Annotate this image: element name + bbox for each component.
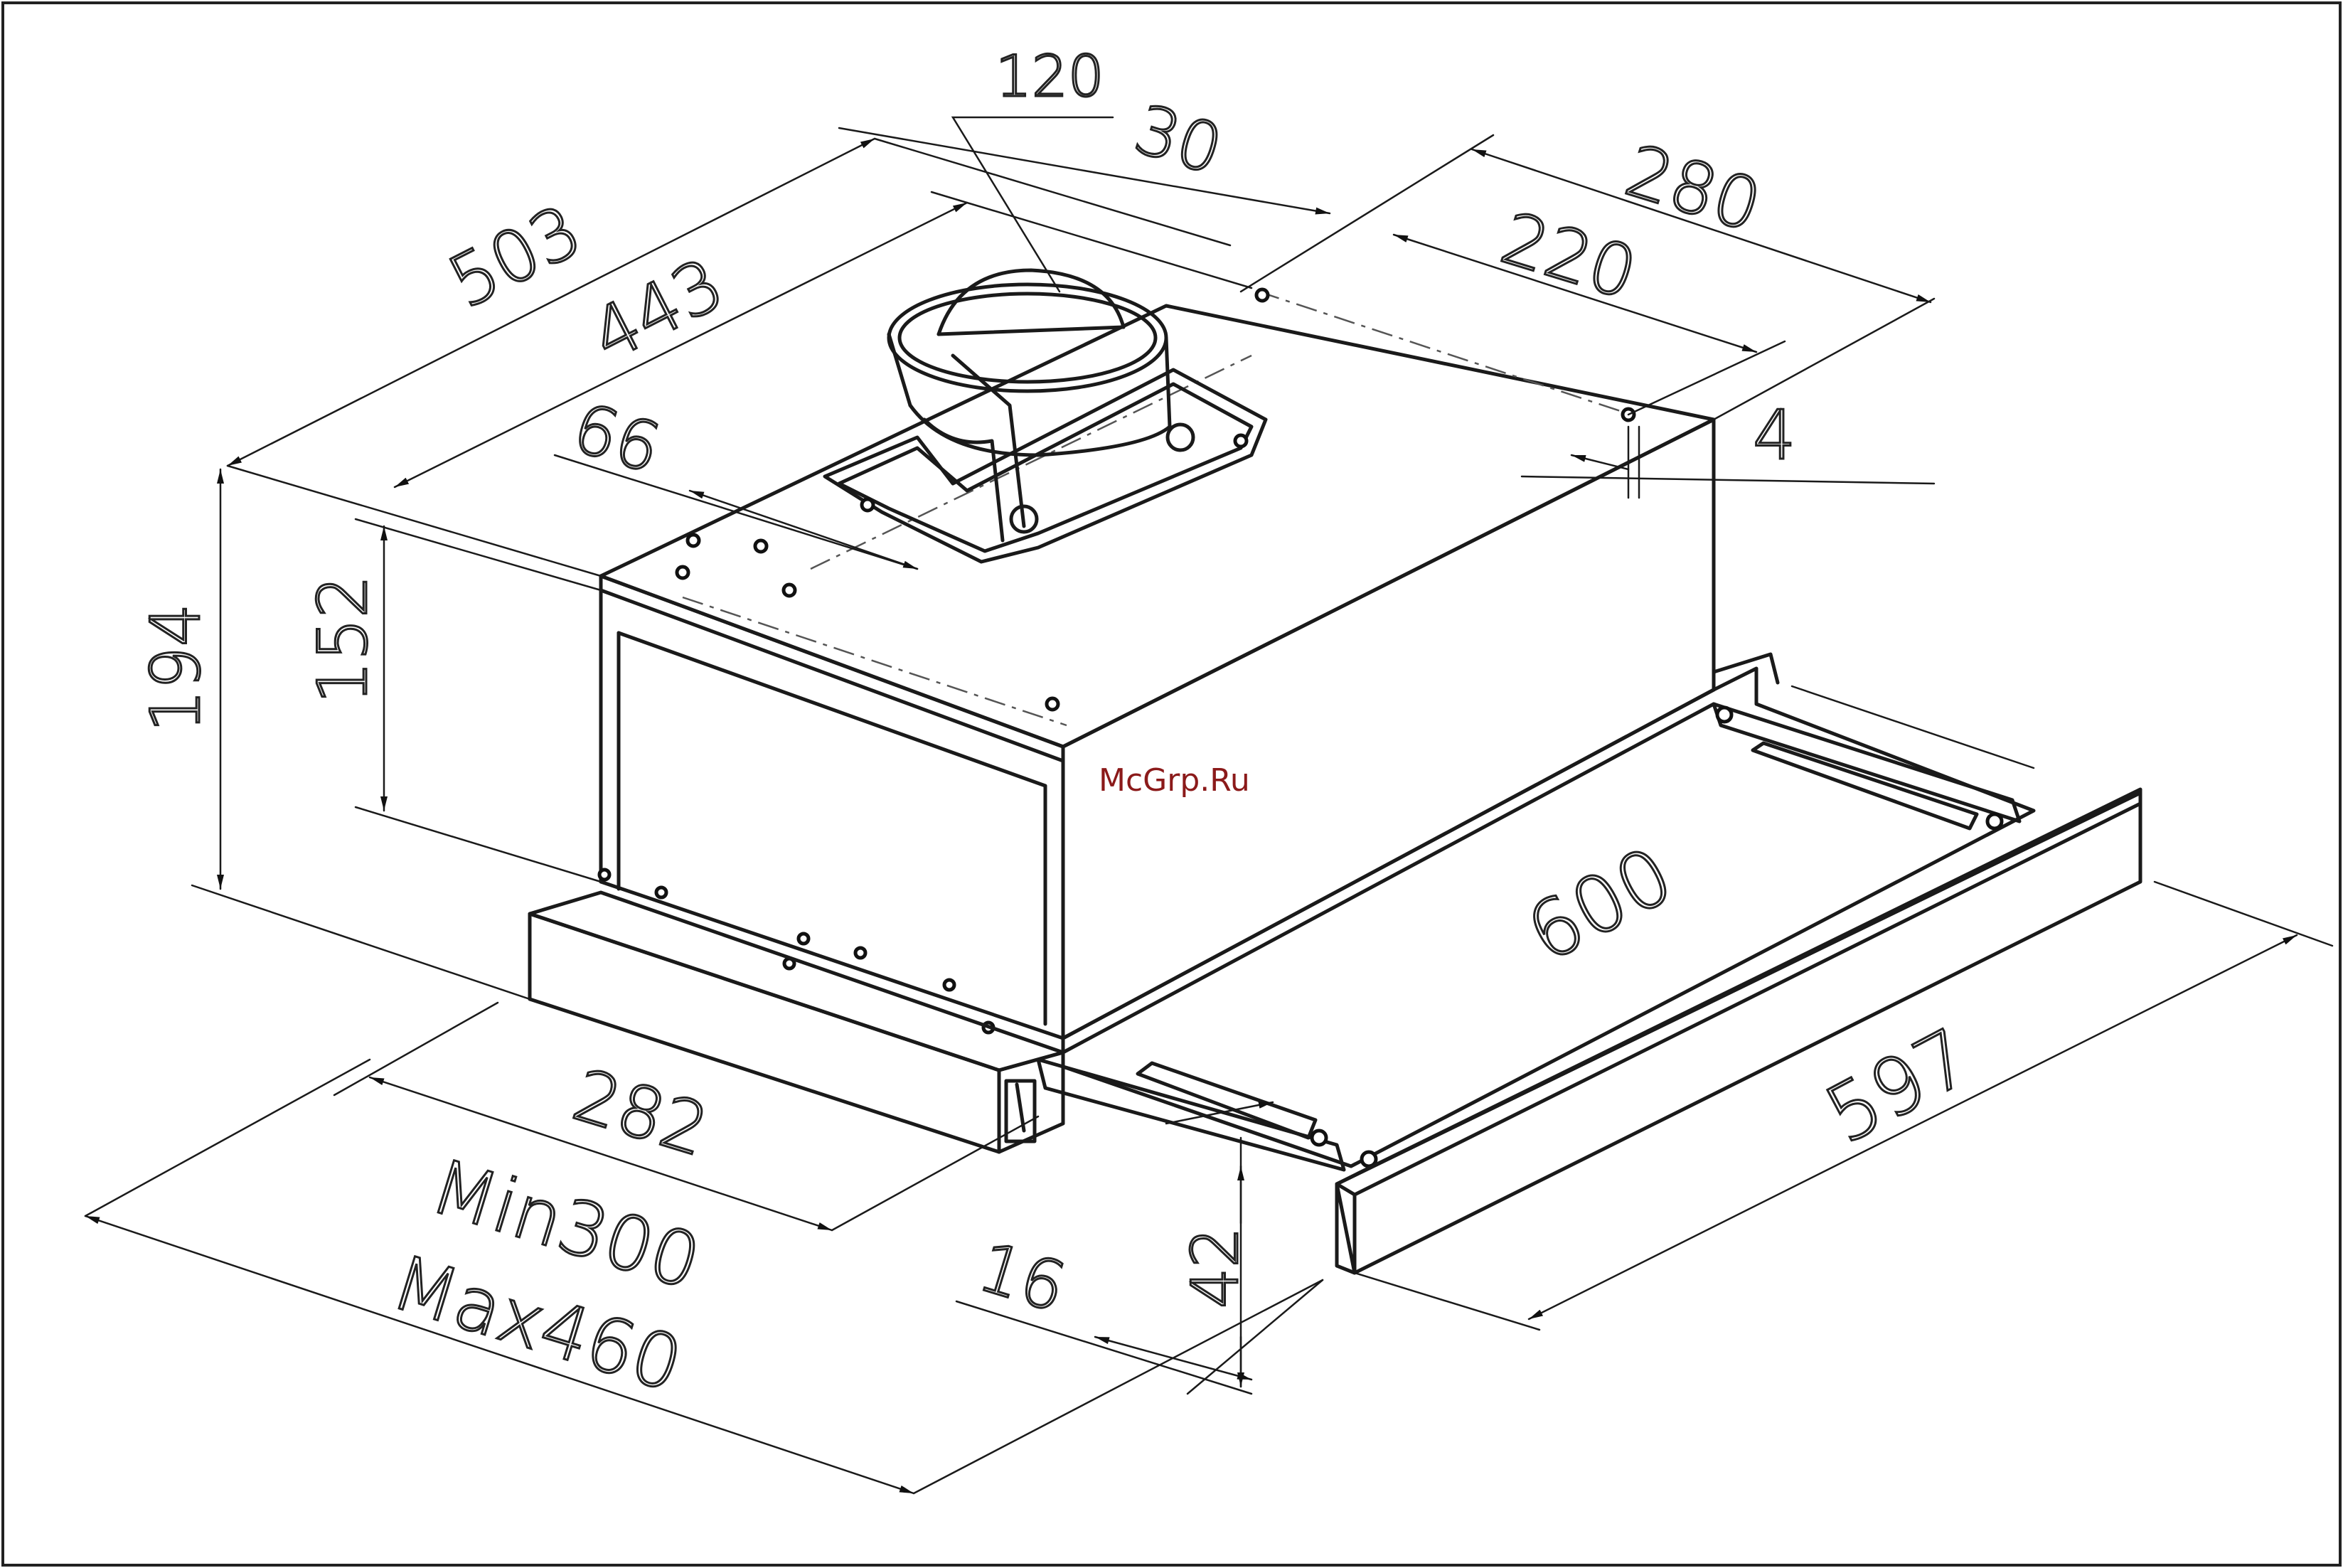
dim-42: 42 bbox=[1178, 1227, 1253, 1308]
dim-220: 220 bbox=[1492, 196, 1646, 316]
dim-16: 16 bbox=[969, 1228, 1074, 1328]
dim-280: 280 bbox=[1616, 129, 1771, 248]
dim-194: 194 bbox=[137, 604, 215, 732]
dim-30: 30 bbox=[1126, 90, 1231, 191]
telescopic-drawer bbox=[1038, 654, 2140, 1273]
dim-600: 600 bbox=[1512, 829, 1687, 980]
watermark: McGrp.Ru bbox=[1099, 762, 1250, 799]
dim-503: 503 bbox=[436, 188, 594, 324]
dim-282: 282 bbox=[564, 1053, 718, 1173]
dim-66: 66 bbox=[564, 389, 669, 489]
dim-120: 120 bbox=[996, 43, 1104, 110]
dimension-labels: 120 30 503 443 66 280 220 4 194 152 600 … bbox=[137, 43, 1986, 1409]
dim-152: 152 bbox=[304, 575, 383, 704]
dim-4: 4 bbox=[1753, 397, 1795, 475]
